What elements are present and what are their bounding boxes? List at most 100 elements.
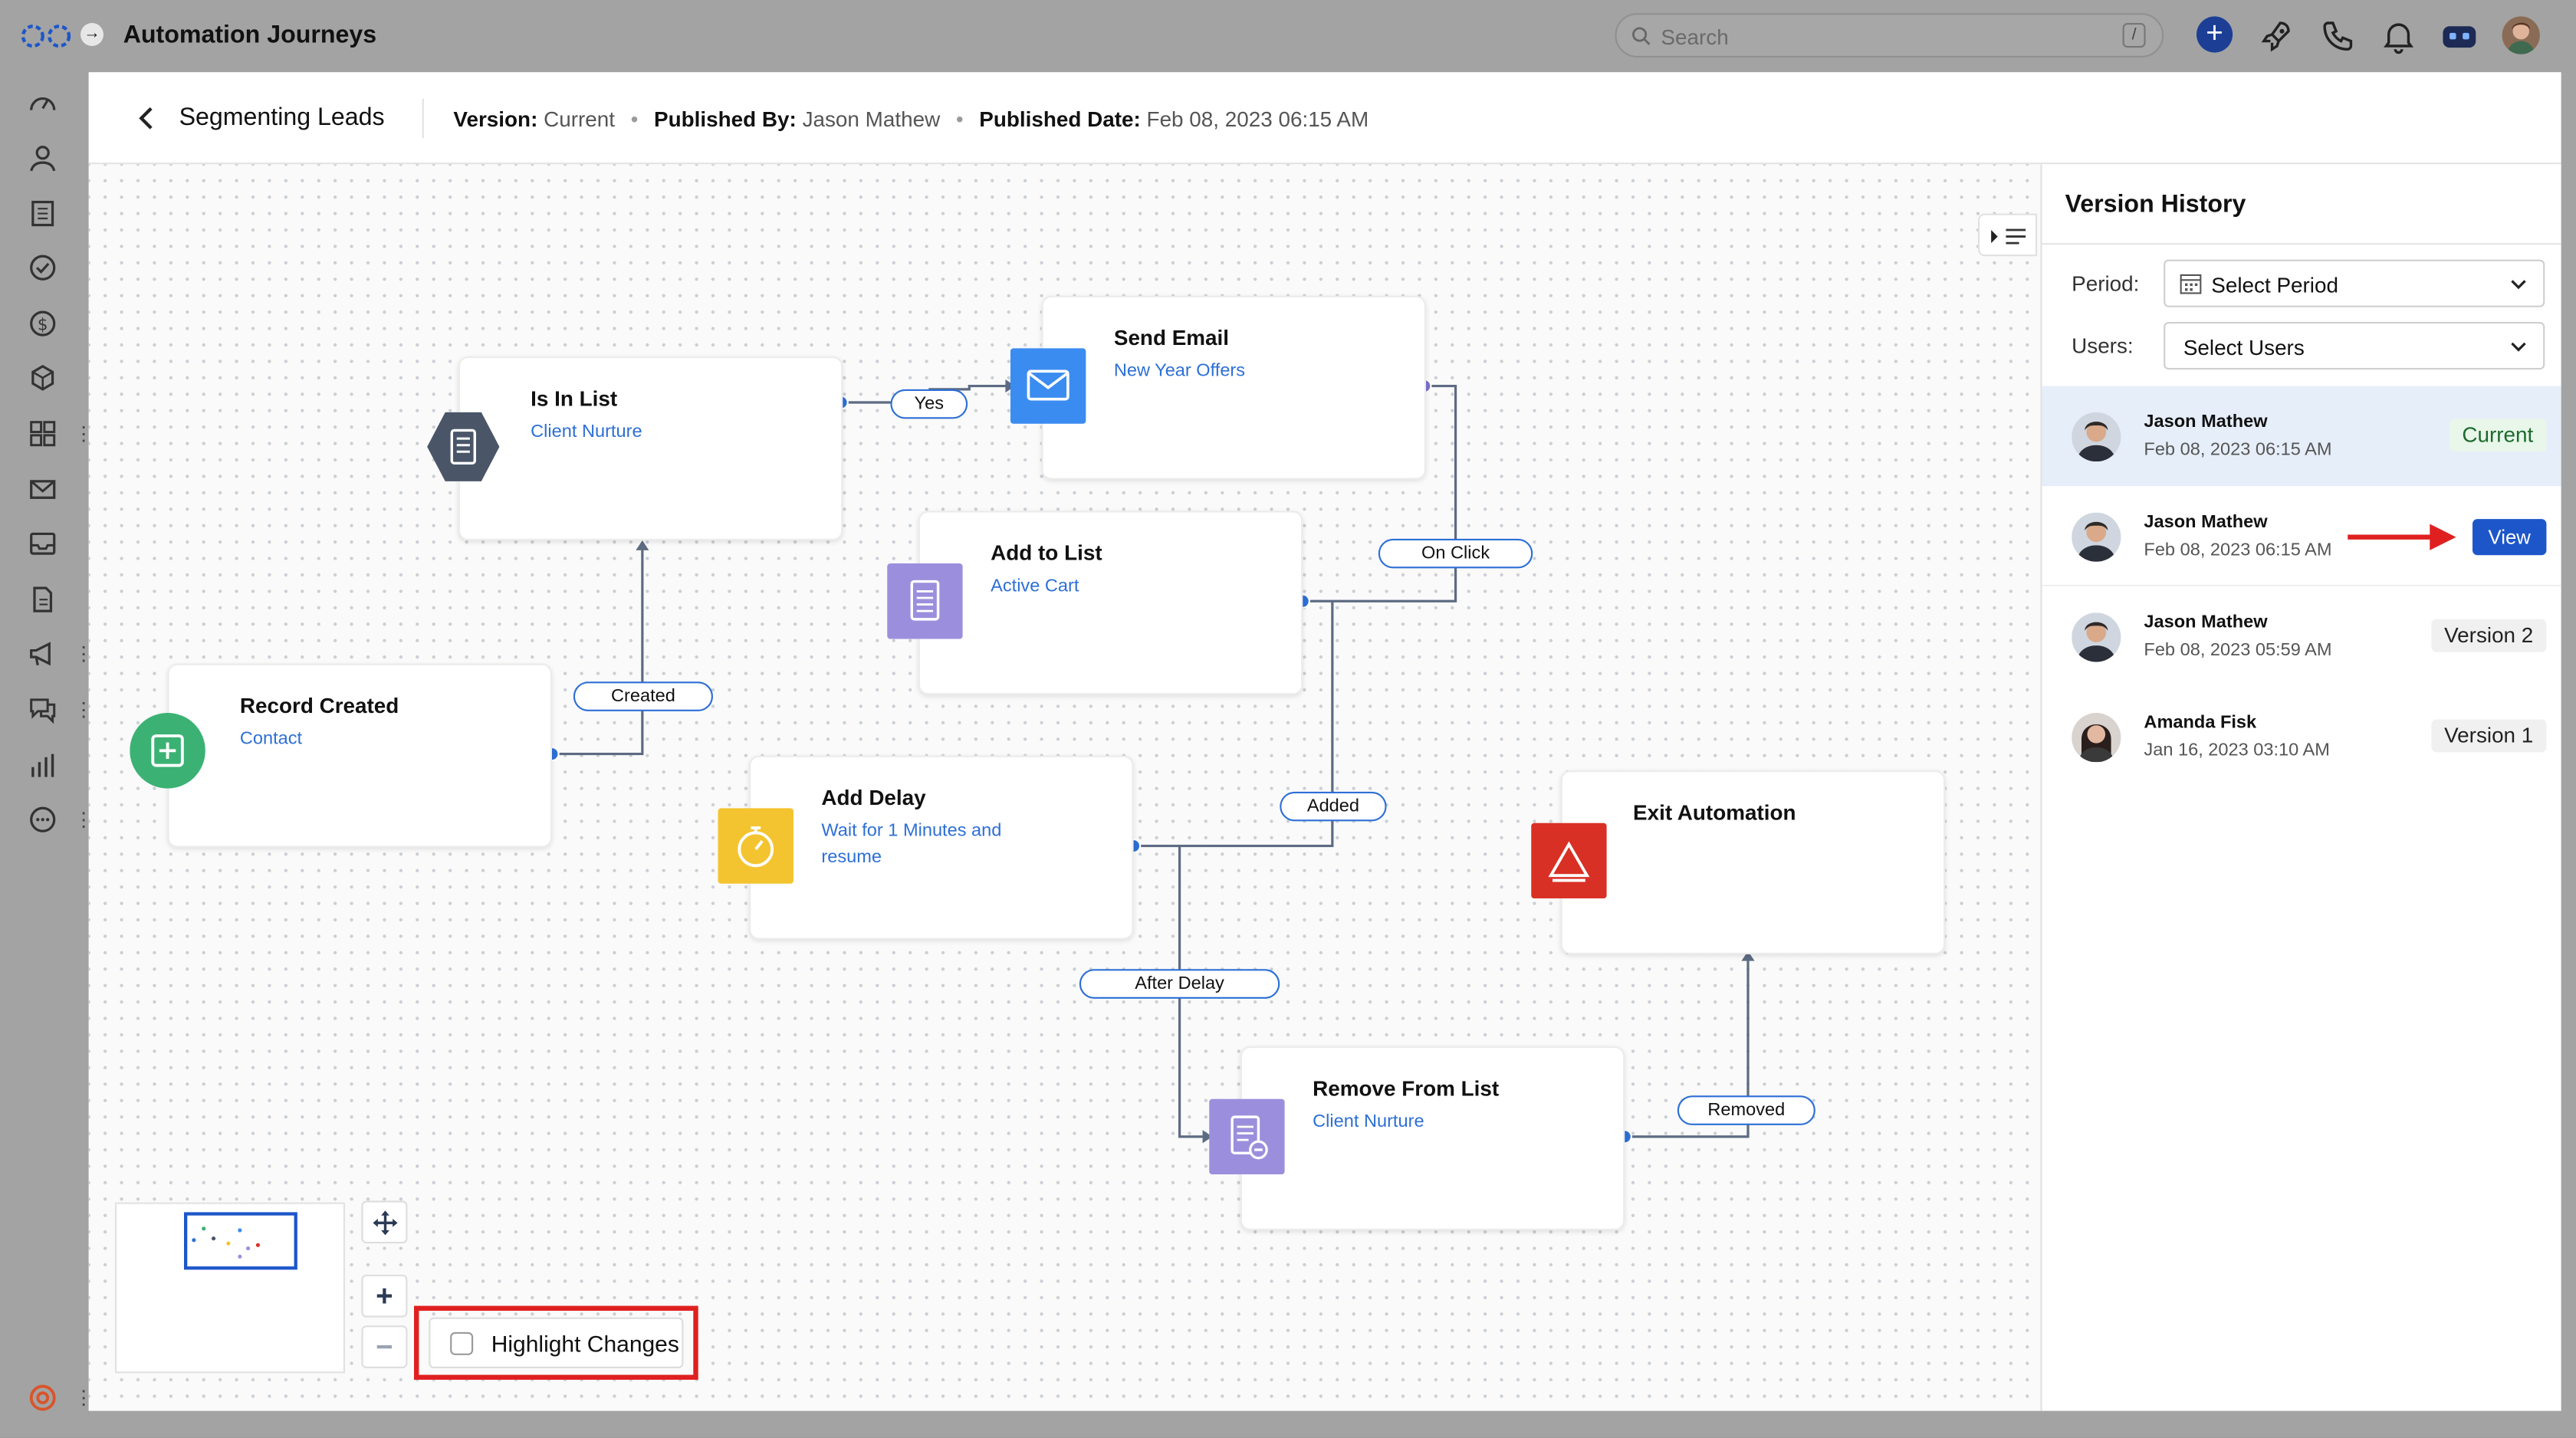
flow-canvas[interactable]: Record Created Contact Is In List Client…	[88, 164, 2041, 1411]
highlight-changes-toggle[interactable]: Highlight Changes	[429, 1317, 684, 1368]
pan-move-button[interactable]	[361, 1200, 408, 1244]
version-row-current[interactable]: Jason Mathew Feb 08, 2023 06:15 AM Curre…	[2042, 386, 2563, 487]
list-remove-icon	[1209, 1098, 1285, 1175]
highlight-annotation-box	[414, 1305, 698, 1380]
period-select-value: Select Period	[2211, 272, 2338, 297]
edge-on-click	[1303, 384, 1457, 602]
campaigns-more-icon[interactable]: ⋮	[74, 642, 94, 665]
edge-after-delay	[1178, 845, 1206, 1138]
app-logo-icon[interactable]	[20, 21, 73, 51]
expand-arrow-icon[interactable]: →	[80, 23, 104, 46]
version-row[interactable]: Jason Mathew Feb 08, 2023 06:15 AM View	[2042, 486, 2563, 586]
main-content: Segmenting Leads Version: Current • Publ…	[88, 72, 2563, 1411]
period-label: Period:	[2072, 271, 2140, 296]
view-version-button[interactable]: View	[2472, 519, 2547, 556]
node-record-created[interactable]: Record Created Contact	[167, 663, 553, 848]
published-date-value: Feb 08, 2023 06:15 AM	[1146, 107, 1369, 132]
products-box-icon[interactable]	[28, 363, 58, 393]
node-add-delay[interactable]: Add Delay Wait for 1 Minutes and resume	[749, 755, 1134, 940]
users-select[interactable]: Select Users	[2164, 322, 2545, 370]
edge-label-removed[interactable]: Removed	[1677, 1095, 1815, 1125]
avatar	[2072, 713, 2121, 763]
highlight-changes-label: Highlight Changes	[491, 1330, 679, 1357]
dashboard-gauge-icon[interactable]	[28, 89, 58, 119]
toggle-panel-button[interactable]	[1978, 213, 2038, 257]
user-avatar[interactable]	[2502, 16, 2540, 54]
forms-document-icon[interactable]	[28, 585, 58, 615]
published-date-label: Published Date:	[979, 107, 1141, 132]
version-row[interactable]: Jason Mathew Feb 08, 2023 05:59 AM Versi…	[2042, 586, 2563, 687]
edge-label-added[interactable]: Added	[1280, 791, 1387, 822]
more-options-icon[interactable]	[28, 805, 58, 835]
zoom-in-button[interactable]: +	[361, 1274, 408, 1318]
assistant-bot-icon[interactable]	[2440, 16, 2479, 55]
inbox-tray-icon[interactable]	[28, 529, 58, 559]
warning-triangle-icon	[1531, 822, 1607, 899]
search-shortcut-key: /	[2122, 23, 2146, 48]
users-label: Users:	[2072, 333, 2134, 359]
version-author: Jason Mathew	[2144, 512, 2268, 533]
node-is-in-list[interactable]: Is In List Client Nurture	[458, 356, 843, 540]
node-subtitle: Contact	[239, 729, 303, 750]
search-input[interactable]: Search /	[1615, 13, 2164, 57]
node-title: Add Delay	[821, 785, 926, 810]
deals-dollar-icon[interactable]: $	[28, 309, 58, 339]
mail-icon	[1010, 348, 1086, 424]
canvas-minimap[interactable]	[115, 1202, 345, 1374]
conversations-chat-icon[interactable]	[28, 694, 58, 724]
help-more-icon[interactable]: ⋮	[74, 1386, 94, 1410]
panel-divider	[2042, 243, 2563, 245]
edge-label-created[interactable]: Created	[573, 681, 713, 711]
help-lifebuoy-icon[interactable]	[28, 1383, 58, 1413]
node-title: Is In List	[531, 386, 618, 411]
node-title: Exit Automation	[1633, 799, 1796, 825]
version-history-panel: Version History Period: Select Period Us…	[2040, 164, 2563, 1411]
stopwatch-icon	[718, 808, 794, 884]
node-title: Record Created	[239, 693, 399, 718]
email-envelope-icon[interactable]	[28, 474, 58, 504]
version-badge: Version 1	[2430, 719, 2547, 753]
version-date: Feb 08, 2023 06:15 AM	[2144, 440, 2332, 460]
highlight-changes-checkbox[interactable]	[450, 1331, 474, 1355]
node-exit-automation[interactable]: Exit Automation	[1560, 770, 1946, 954]
edge-label-on-click[interactable]: On Click	[1378, 538, 1533, 569]
conversations-more-icon[interactable]: ⋮	[74, 698, 94, 721]
tasks-check-icon[interactable]	[28, 253, 58, 283]
more-options-kebab-icon[interactable]: ⋮	[74, 808, 94, 832]
create-new-button[interactable]: +	[2196, 16, 2233, 53]
published-by-value: Jason Mathew	[802, 107, 941, 132]
node-add-to-list[interactable]: Add to List Active Cart	[918, 511, 1303, 695]
back-arrow-icon[interactable]	[135, 103, 158, 133]
svg-text:$: $	[38, 316, 48, 335]
rocket-icon[interactable]	[2257, 16, 2296, 55]
bottom-overlay-strip	[88, 1410, 2561, 1437]
chevron-down-icon	[2511, 280, 2526, 290]
campaigns-megaphone-icon[interactable]	[28, 639, 58, 669]
contacts-person-icon[interactable]	[28, 143, 58, 172]
version-meta: Version: Current • Published By: Jason M…	[453, 107, 1368, 131]
arrowhead	[1202, 1130, 1213, 1144]
zoom-out-button[interactable]: −	[361, 1325, 408, 1368]
edge-removed	[1625, 957, 1750, 1138]
node-send-email[interactable]: Send Email New Year Offers	[1041, 295, 1426, 480]
version-date: Feb 08, 2023 05:59 AM	[2144, 640, 2332, 661]
version-row[interactable]: Amanda Fisk Jan 16, 2023 03:10 AM Versio…	[2042, 687, 2563, 787]
companies-building-icon[interactable]	[28, 199, 58, 228]
avatar	[2072, 612, 2121, 662]
published-by-label: Published By:	[654, 107, 797, 132]
calendar-icon	[2180, 274, 2202, 294]
phone-icon[interactable]	[2318, 16, 2358, 55]
minimap-viewport	[183, 1212, 297, 1270]
avatar	[2072, 412, 2121, 462]
version-badge-current: Current	[2449, 419, 2547, 452]
chevron-down-icon	[2511, 342, 2526, 352]
apps-more-icon[interactable]: ⋮	[74, 422, 94, 445]
edge-label-after-delay[interactable]: After Delay	[1079, 969, 1280, 999]
version-date: Feb 08, 2023 06:15 AM	[2144, 540, 2332, 560]
apps-grid-icon[interactable]	[28, 419, 58, 448]
reports-bar-chart-icon[interactable]	[28, 750, 58, 780]
node-remove-from-list[interactable]: Remove From List Client Nurture	[1240, 1046, 1625, 1230]
edge-label-yes[interactable]: Yes	[890, 389, 968, 419]
period-select[interactable]: Select Period	[2164, 259, 2545, 307]
bell-icon[interactable]	[2379, 16, 2418, 55]
